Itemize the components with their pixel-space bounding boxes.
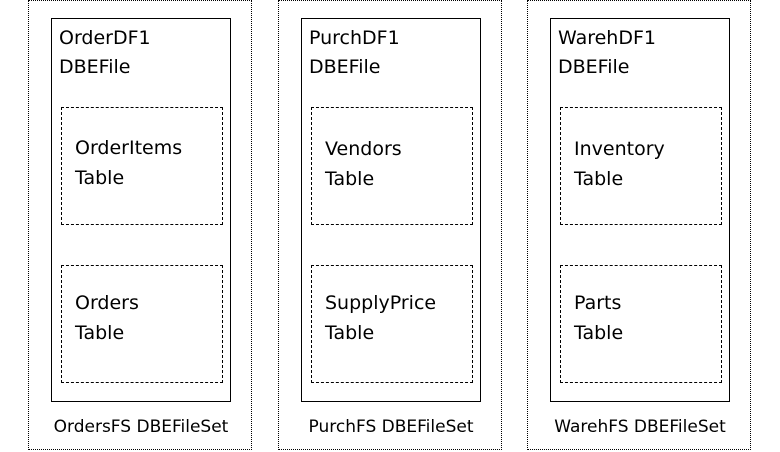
dbefile-type: DBEFile (558, 56, 630, 78)
dbefile-name: PurchDF1 (309, 27, 400, 49)
fileset-wareh: WarehDF1 DBEFile Inventory Table Parts T… (527, 0, 751, 450)
dbefile-name: WarehDF1 (558, 27, 656, 49)
table-box-inventory: Inventory Table (560, 107, 722, 225)
table-box-orderitems: OrderItems Table (61, 107, 223, 225)
table-kind: Table (75, 322, 125, 344)
table-box-vendors: Vendors Table (311, 107, 473, 225)
table-kind: Table (325, 322, 375, 344)
table-name: Parts (574, 292, 622, 314)
dbefile-type: DBEFile (309, 56, 381, 78)
table-box-parts: Parts Table (560, 265, 722, 383)
dbefile-purchdf1: PurchDF1 DBEFile Vendors Table SupplyPri… (301, 18, 481, 402)
dbefile-warehdf1: WarehDF1 DBEFile Inventory Table Parts T… (550, 18, 730, 402)
fileset-label: WarehFS DBEFileSet (554, 417, 726, 437)
table-kind: Table (574, 322, 624, 344)
table-name: SupplyPrice (325, 292, 437, 314)
table-name: Inventory (574, 138, 665, 160)
dbefile-type: DBEFile (59, 56, 131, 78)
table-box-orders: Orders Table (61, 265, 223, 383)
dbefile-name: OrderDF1 (59, 27, 151, 49)
table-name: Vendors (325, 138, 402, 160)
fileset-label: PurchFS DBEFileSet (308, 417, 474, 437)
table-kind: Table (574, 168, 624, 190)
table-kind: Table (325, 168, 375, 190)
fileset-purch: PurchDF1 DBEFile Vendors Table SupplyPri… (278, 0, 502, 450)
table-name: Orders (75, 292, 139, 314)
table-kind: Table (75, 167, 125, 189)
table-box-supplyprice: SupplyPrice Table (311, 265, 473, 383)
table-name: OrderItems (75, 137, 183, 159)
fileset-label: OrdersFS DBEFileSet (53, 417, 229, 437)
dbefile-orderdf1: OrderDF1 DBEFile OrderItems Table Orders… (51, 18, 231, 402)
fileset-orders: OrderDF1 DBEFile OrderItems Table Orders… (28, 0, 252, 450)
